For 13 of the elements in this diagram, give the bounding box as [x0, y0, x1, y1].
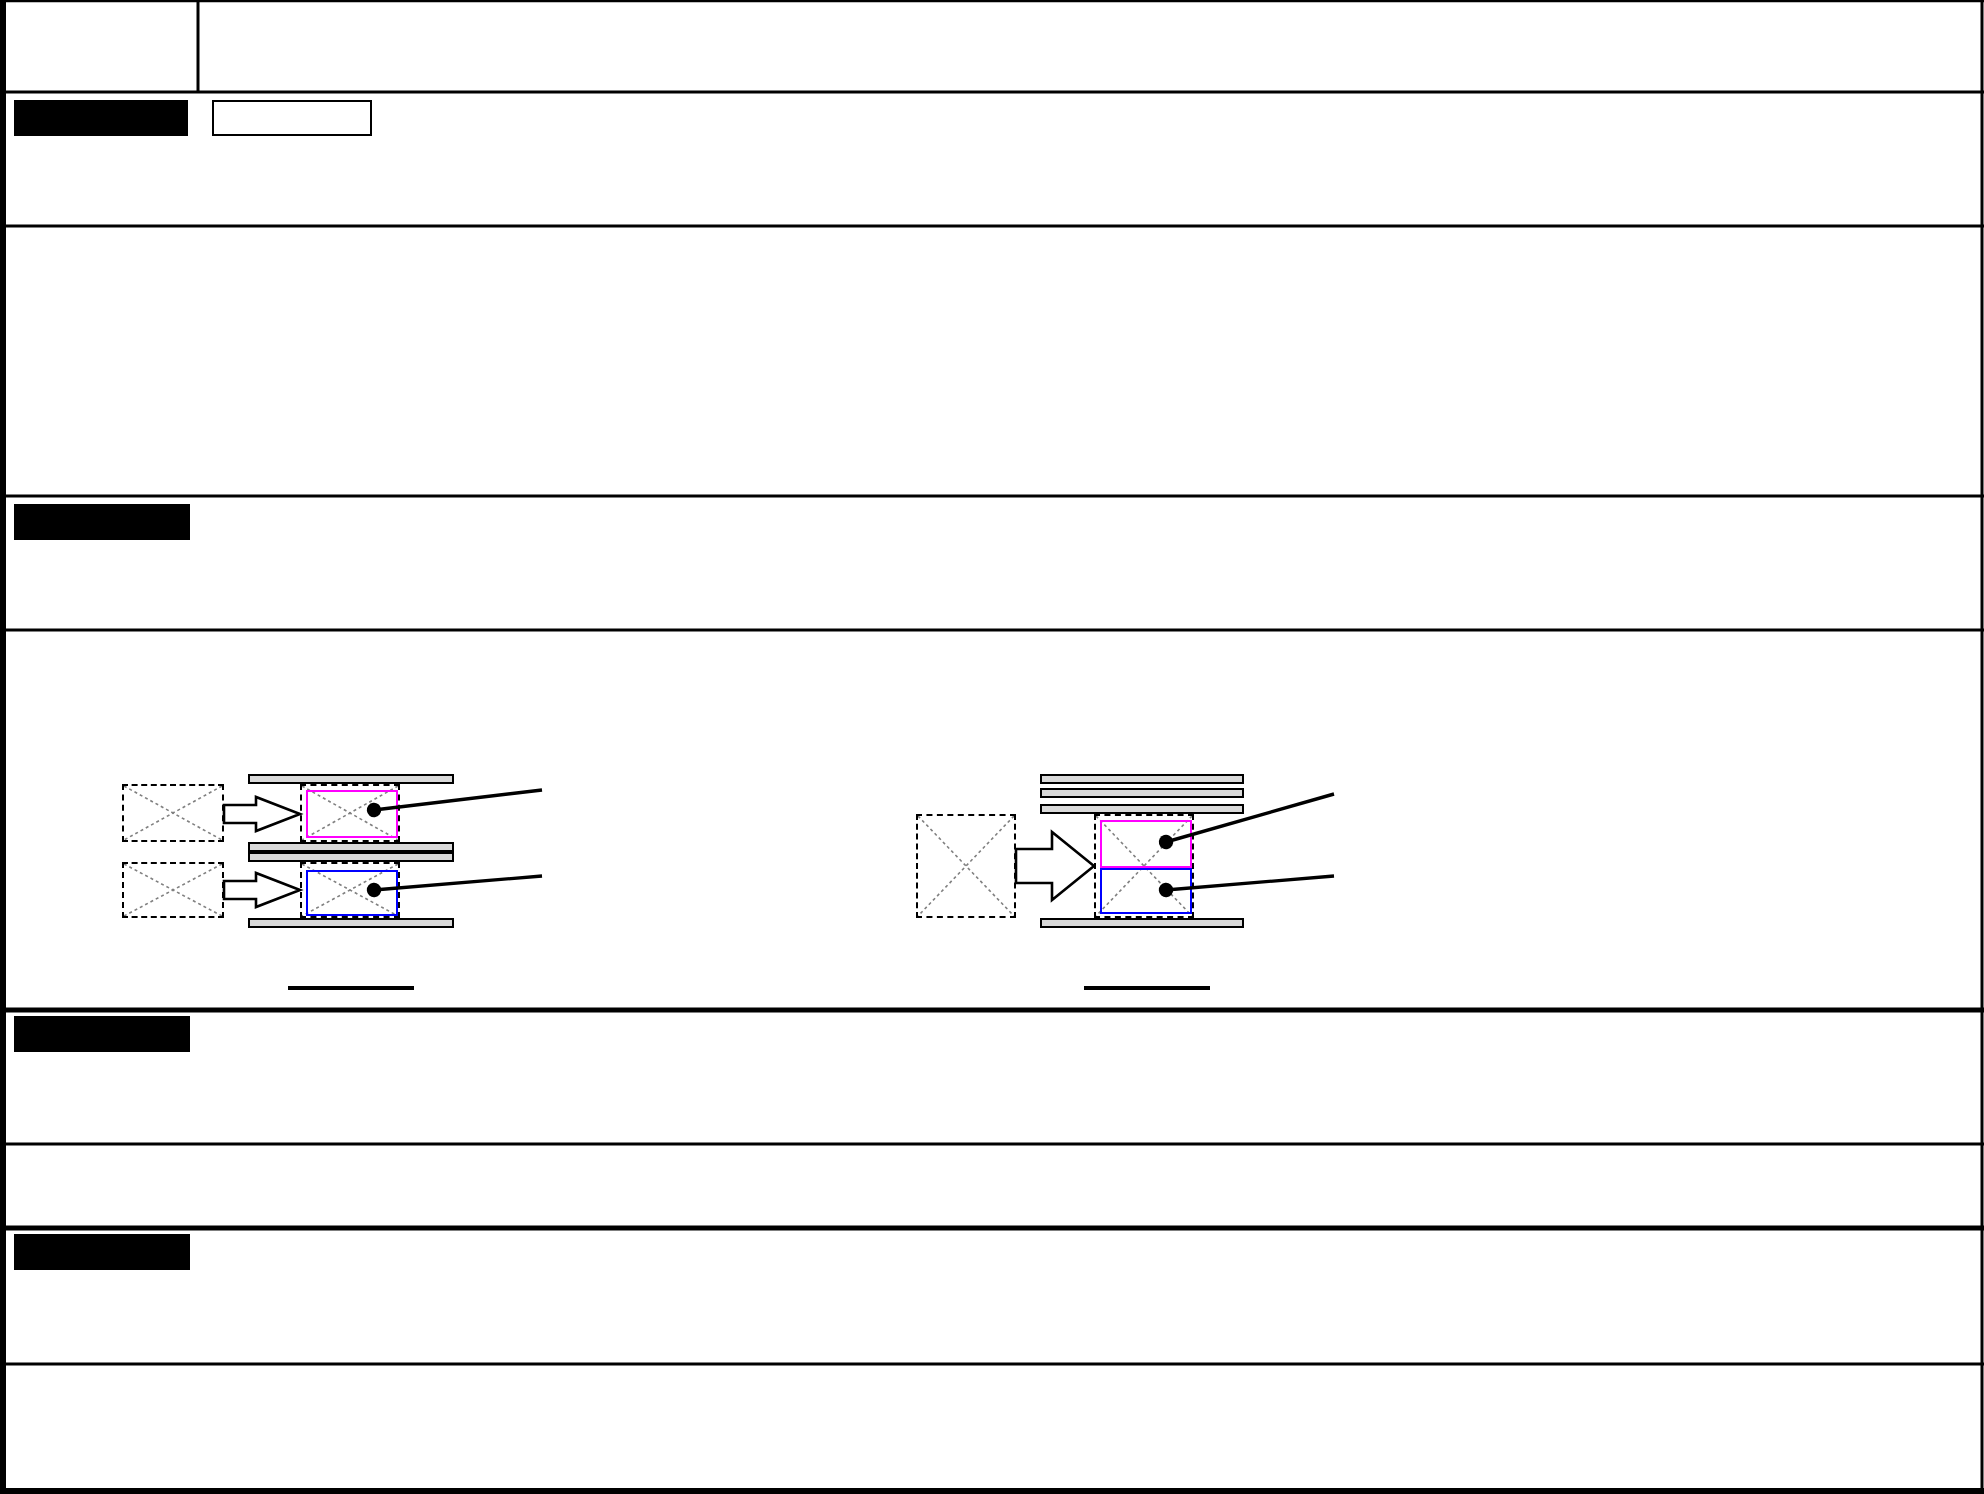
label-tag	[14, 1016, 190, 1052]
upper-frame	[1100, 820, 1192, 868]
label-tag	[14, 1234, 190, 1270]
block-arrow	[222, 795, 304, 833]
lower-frame	[1100, 868, 1192, 914]
outlined-tag	[212, 100, 372, 136]
leader-line	[1158, 792, 1335, 850]
label-tag	[14, 504, 190, 540]
label-tag	[14, 100, 188, 136]
leader-line	[366, 788, 543, 818]
block-arrow	[222, 871, 304, 909]
block-arrow	[1014, 829, 1097, 903]
leader-line	[1158, 874, 1335, 898]
